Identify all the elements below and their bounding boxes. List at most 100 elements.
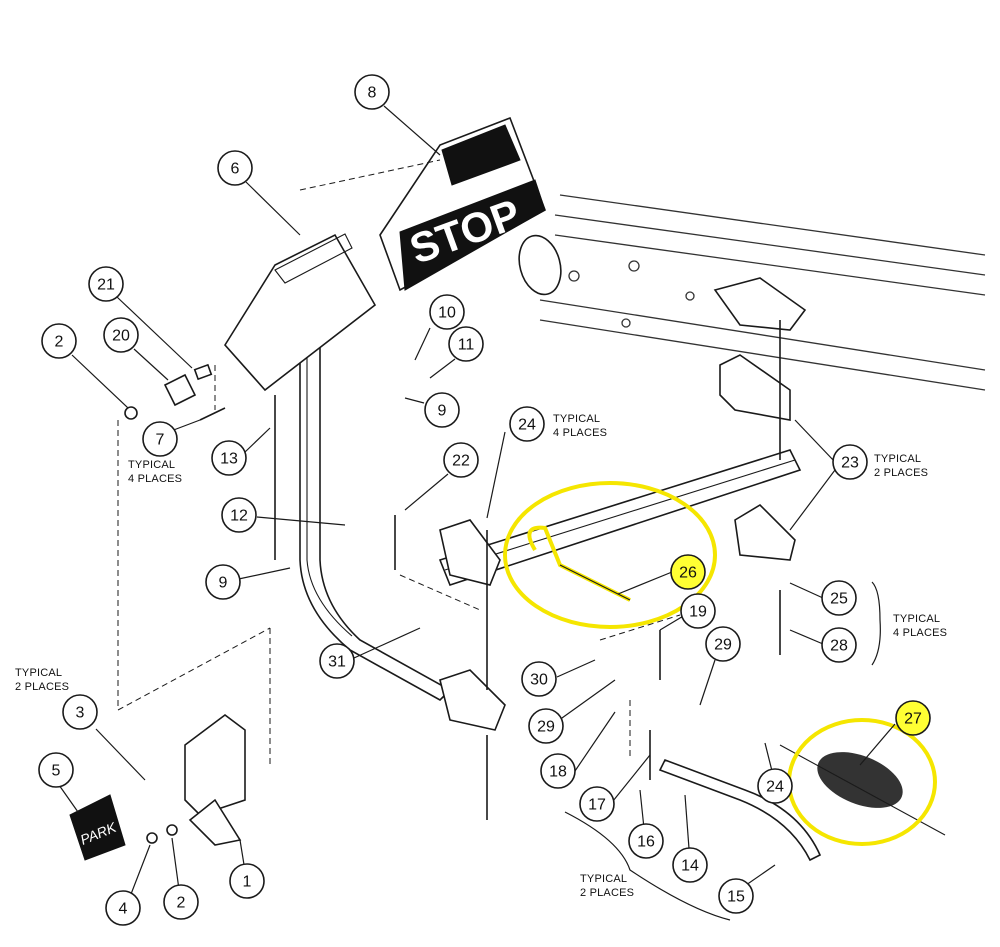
callout-circle <box>217 150 253 186</box>
callout-number: 24 <box>518 417 536 434</box>
callout-circle <box>163 884 199 920</box>
callout-circle <box>221 497 257 533</box>
callout-circle <box>448 326 484 362</box>
pivot-hardware <box>124 363 226 844</box>
callout-1: 1 <box>229 863 265 899</box>
note-typical-24-top: TYPICAL 4 PLACES <box>553 413 607 439</box>
callout-circle <box>142 421 178 457</box>
callout-number: 24 <box>766 779 784 796</box>
callout-number: 11 <box>458 337 475 354</box>
callout-number: 16 <box>637 834 655 851</box>
svg-text:2 PLACES: 2 PLACES <box>874 467 928 479</box>
note-typical-25-28: TYPICAL 4 PLACES <box>893 613 947 639</box>
callout-15: 15 <box>718 878 754 914</box>
callout-7: 7 <box>142 421 178 457</box>
callout-30: 30 <box>521 661 557 697</box>
callout-circle <box>62 694 98 730</box>
callout-17: 17 <box>579 786 615 822</box>
svg-text:4 PLACES: 4 PLACES <box>893 627 947 639</box>
callout-circle <box>705 626 741 662</box>
callout-number: 29 <box>537 719 555 736</box>
callout-circle <box>354 74 390 110</box>
callout-28: 28 <box>821 627 857 663</box>
callout-circle <box>528 708 564 744</box>
assembly-lines <box>117 159 681 765</box>
callout-circle <box>103 317 139 353</box>
callout-19: 19 <box>680 593 716 629</box>
callout-number: 31 <box>328 654 346 671</box>
callout-circle <box>205 564 241 600</box>
callout-9: 9 <box>205 564 241 600</box>
callout-number: 26 <box>679 565 697 582</box>
callout-3: 3 <box>62 694 98 730</box>
callout-circle <box>424 392 460 428</box>
callout-circle <box>509 406 545 442</box>
callout-circle <box>211 440 247 476</box>
callout-circle <box>38 752 74 788</box>
callout-number: 8 <box>368 85 377 102</box>
callout-24: 24 <box>757 768 793 804</box>
callout-9: 9 <box>424 392 460 428</box>
callout-circle <box>540 753 576 789</box>
callout-13: 13 <box>211 440 247 476</box>
callout-number: 2 <box>177 895 186 912</box>
note-typical-cable: TYPICAL 2 PLACES <box>580 873 634 899</box>
callout-number: 18 <box>549 764 567 781</box>
callout-circle <box>229 863 265 899</box>
bracket-upper <box>713 277 807 421</box>
callout-circle <box>670 554 706 590</box>
callout-circle <box>443 442 479 478</box>
callout-18: 18 <box>540 753 576 789</box>
note-typical-left-pivot: TYPICAL 4 PLACES <box>128 459 182 485</box>
callout-number: 3 <box>76 705 85 722</box>
callout-circle <box>579 786 615 822</box>
callout-number: 17 <box>588 797 606 814</box>
callout-circle <box>672 847 708 883</box>
callout-number: 1 <box>243 874 252 891</box>
callout-circle <box>319 643 355 679</box>
svg-text:TYPICAL: TYPICAL <box>553 413 600 425</box>
callout-23: 23 <box>832 444 868 480</box>
callout-11: 11 <box>448 326 484 362</box>
callout-12: 12 <box>221 497 257 533</box>
callout-21: 21 <box>88 266 124 302</box>
callout-circle <box>821 627 857 663</box>
callout-16: 16 <box>628 823 664 859</box>
callout-circle <box>718 878 754 914</box>
svg-text:2 PLACES: 2 PLACES <box>15 681 69 693</box>
callout-24: 24 <box>509 406 545 442</box>
callout-31: 31 <box>319 643 355 679</box>
bracket-lower <box>439 503 796 731</box>
callout-29: 29 <box>528 708 564 744</box>
callout-number: 12 <box>230 508 248 525</box>
callout-26: 26 <box>670 554 706 590</box>
callout-25: 25 <box>821 580 857 616</box>
callout-29: 29 <box>705 626 741 662</box>
svg-text:TYPICAL: TYPICAL <box>15 667 62 679</box>
callout-number: 10 <box>438 305 456 322</box>
callout-number: 9 <box>438 403 447 420</box>
callout-circle <box>521 661 557 697</box>
callout-number: 30 <box>530 672 548 689</box>
note-typical-23: TYPICAL 2 PLACES <box>874 453 928 479</box>
callout-number: 2 <box>55 334 64 351</box>
callout-22: 22 <box>443 442 479 478</box>
svg-text:4 PLACES: 4 PLACES <box>128 473 182 485</box>
callout-number: 20 <box>112 328 130 345</box>
callout-number: 9 <box>219 575 228 592</box>
callout-circle <box>628 823 664 859</box>
callout-number: 22 <box>452 453 470 470</box>
callout-27: 27 <box>895 700 931 736</box>
callout-number: 13 <box>220 451 238 468</box>
callout-4: 4 <box>105 890 141 926</box>
callout-6: 6 <box>217 150 253 186</box>
callout-number: 14 <box>681 858 699 875</box>
callout-10: 10 <box>429 294 465 330</box>
callout-circle <box>757 768 793 804</box>
callout-8: 8 <box>354 74 390 110</box>
callout-2: 2 <box>41 323 77 359</box>
pivot-tube <box>438 234 802 586</box>
callout-circle <box>895 700 931 736</box>
callout-number: 23 <box>841 455 859 472</box>
